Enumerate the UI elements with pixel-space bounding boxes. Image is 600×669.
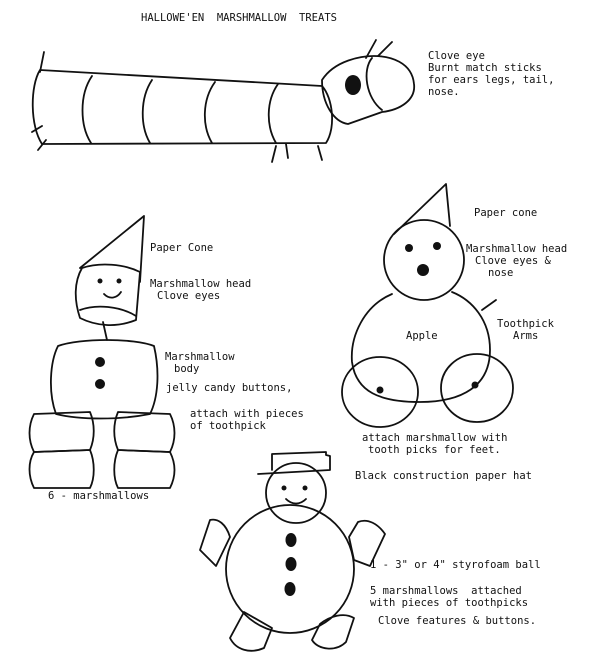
apple-foot-marshmallow [440, 353, 514, 423]
snowman-drawing [199, 451, 386, 652]
apple-head-label: nose [488, 267, 514, 279]
snowman-mouth [285, 498, 307, 505]
apple-body [350, 291, 491, 403]
clown-cone-label: Paper Cone [150, 242, 214, 254]
snowman-head [265, 462, 327, 524]
paper-hat [257, 451, 331, 475]
clown-body-label: body [174, 363, 200, 375]
clown-count-label: 6 - marshmallows [48, 490, 150, 502]
clown-drawing [28, 215, 176, 489]
caterpillar-segment-line [203, 81, 216, 144]
snowman-leg-marshmallow [311, 614, 355, 650]
match-stick-leg [31, 125, 43, 133]
page-title: HALLOWE'EN MARSHMALLOW TREATS [141, 12, 337, 24]
caterpillar-segment-line [267, 83, 279, 144]
caterpillar-note: nose. [428, 86, 460, 98]
clove-button-icon [284, 582, 296, 596]
snowman-arm-marshmallow [348, 519, 386, 567]
apple-feet-label: attach marshmallow with [362, 432, 508, 444]
clown-attach-label: attach with pieces [190, 408, 304, 420]
snowman-features-label: Clove features & buttons. [378, 615, 537, 627]
apple-man-drawing [341, 183, 514, 428]
apple-head-label: Marshmallow head [466, 243, 568, 255]
match-stick-leg [285, 143, 289, 159]
match-stick-leg [317, 145, 323, 161]
match-stick-tail [39, 51, 45, 73]
clove-eye-icon [345, 75, 361, 95]
clown-head-label: Clove eyes [157, 290, 221, 302]
clove-eye-icon [433, 242, 441, 250]
snowman-leg-marshmallow [229, 611, 273, 652]
apple-head-label: Clove eyes & [475, 255, 551, 267]
paper-cone-hat [79, 215, 145, 283]
match-stick-leg [37, 139, 47, 151]
match-stick-ear [365, 39, 377, 59]
clove-eye-icon [281, 485, 287, 491]
caterpillar-drawing [31, 39, 415, 163]
jelly-button-icon [95, 379, 105, 389]
apple-feet-label: tooth picks for feet. [368, 444, 501, 456]
match-stick-leg [271, 145, 277, 163]
caterpillar-note: for ears legs, tail, [428, 74, 555, 86]
clove-dot-icon [376, 386, 384, 394]
jelly-button-icon [95, 357, 105, 367]
toothpick-arm [481, 299, 497, 311]
clove-button-icon [285, 533, 297, 547]
clove-button-icon [285, 557, 297, 571]
clown-head-label: Marshmallow head [150, 278, 252, 290]
clown-mouth [103, 291, 122, 299]
clove-eye-icon [302, 485, 308, 491]
apple-cone-label: Paper cone [474, 207, 538, 219]
caterpillar-note: Clove eye [428, 50, 485, 62]
clown-head-rim [79, 305, 137, 317]
clown-head [74, 263, 141, 326]
snowman-body [225, 504, 355, 634]
caterpillar-segment-line [81, 75, 93, 144]
clown-attach-label: of toothpick [190, 420, 266, 432]
clove-eye-icon [97, 278, 103, 284]
snowman-ball-label: 1 - 3" or 4" styrofoam ball [370, 559, 541, 571]
clown-leg-marshmallow [28, 449, 95, 489]
snowman-arm-marshmallow [199, 518, 231, 567]
clove-dot-icon [471, 381, 479, 389]
apple-arms-label: Arms [513, 330, 539, 342]
apple-foot-marshmallow [341, 356, 419, 428]
clown-body-label: Marshmallow [165, 351, 235, 363]
clown-leg-marshmallow [113, 449, 176, 489]
clove-eye-icon [116, 278, 122, 284]
caterpillar-head-curve [365, 57, 383, 111]
match-stick-ear [377, 41, 393, 57]
caterpillar-note: Burnt match sticks [428, 62, 542, 74]
caterpillar-segment-line [141, 79, 153, 144]
apple-label: Apple [406, 330, 438, 342]
toothpick-neck [102, 321, 108, 341]
clown-buttons-label: jelly candy buttons, [166, 382, 293, 394]
paper-cone-hat [393, 183, 451, 235]
snowman-attach-label: 5 marshmallows attached [370, 585, 522, 597]
apple-man-head [383, 219, 465, 301]
snowman-hat-label: Black construction paper hat [355, 470, 533, 482]
clove-nose-icon [417, 264, 429, 276]
clown-body [50, 339, 159, 420]
caterpillar-body [31, 69, 333, 145]
clove-eye-icon [405, 244, 413, 252]
apple-arms-label: Toothpick [497, 318, 554, 330]
caterpillar-head [321, 55, 415, 125]
snowman-attach-label: with pieces of toothpicks [370, 597, 529, 609]
